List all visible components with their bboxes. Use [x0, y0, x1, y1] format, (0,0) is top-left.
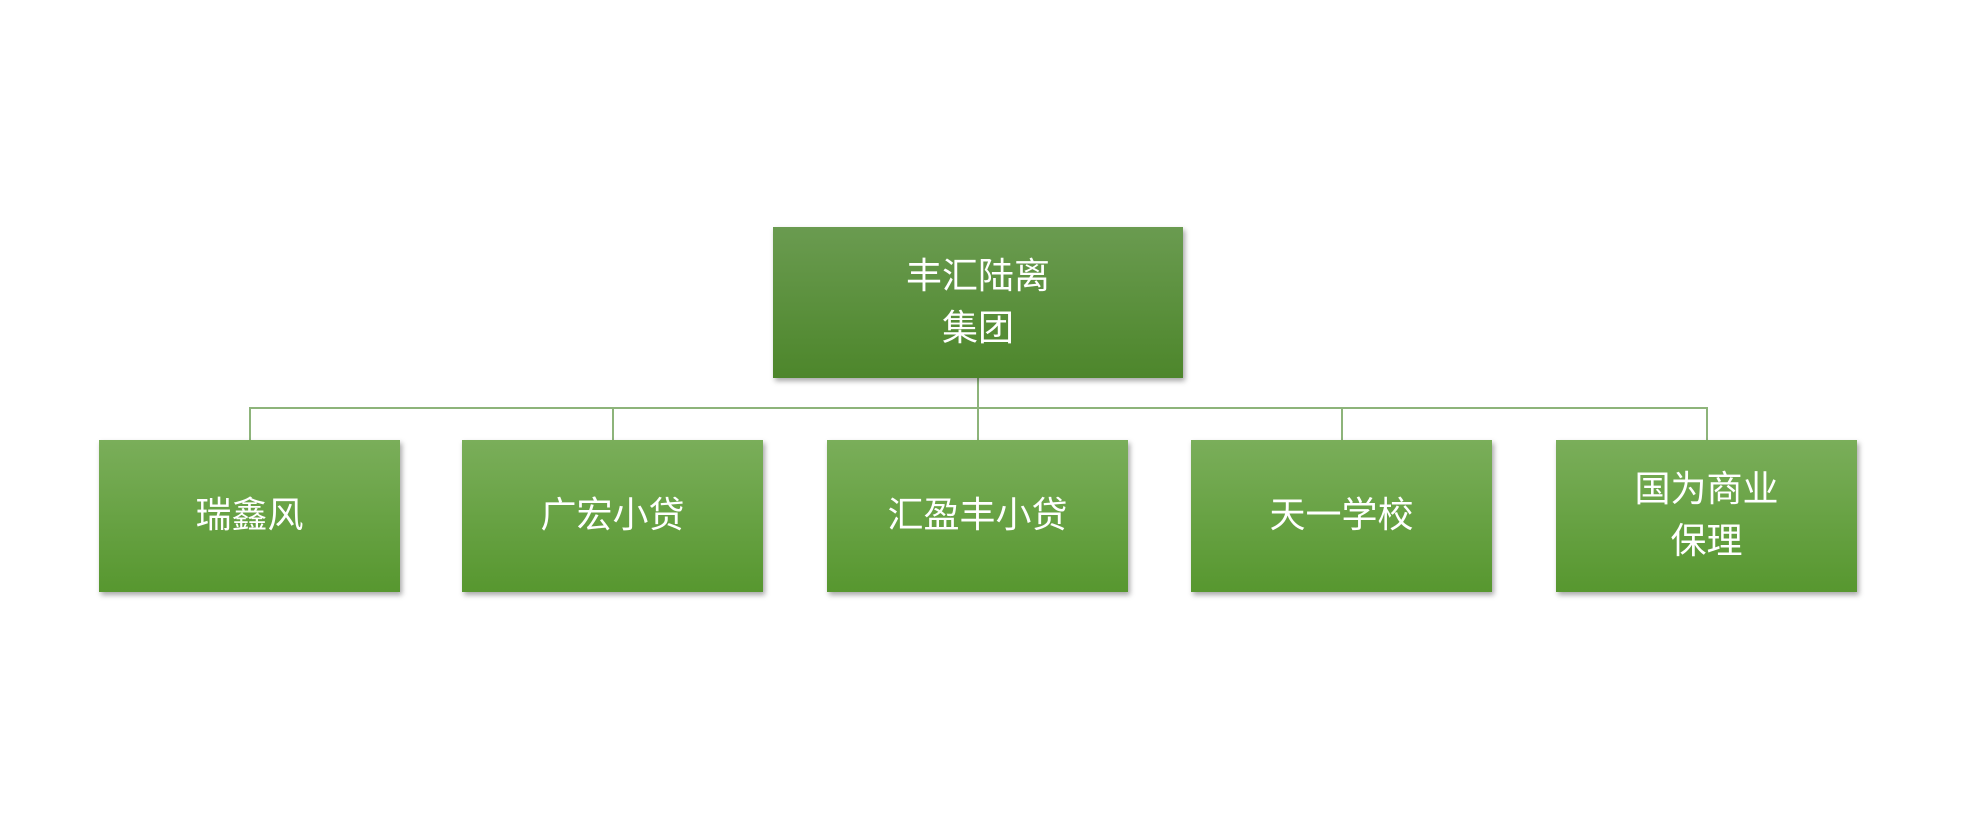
node-label: 集团	[941, 307, 1014, 349]
node-child-3: 汇盈丰小贷	[827, 440, 1128, 592]
node-label: 丰汇陆离	[905, 255, 1050, 297]
connector-child-2	[612, 407, 614, 440]
node-label: 汇盈丰小贷	[887, 495, 1068, 536]
connector-child-1	[249, 407, 251, 440]
connector-root-down	[977, 378, 979, 408]
node-label: 瑞鑫风	[195, 495, 304, 536]
node-child-1: 瑞鑫风	[99, 440, 400, 592]
connector-child-5	[1706, 407, 1708, 440]
node-child-5: 国为商业保理	[1556, 440, 1857, 592]
node-child-4: 天一学校	[1191, 440, 1492, 592]
node-child-2: 广宏小贷	[462, 440, 763, 592]
node-label: 保理	[1670, 521, 1743, 562]
connector-child-4	[1341, 407, 1343, 440]
connector-child-3	[977, 407, 979, 440]
node-root: 丰汇陆离集团	[773, 227, 1183, 378]
node-label: 天一学校	[1269, 495, 1414, 536]
node-label: 国为商业	[1634, 469, 1779, 510]
node-label: 广宏小贷	[540, 495, 685, 536]
